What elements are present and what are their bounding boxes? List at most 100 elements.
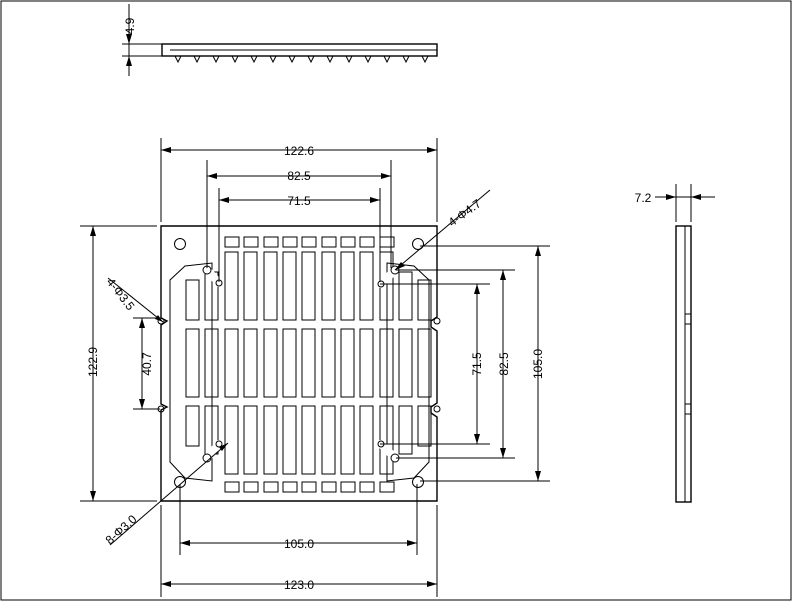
vent-square [301, 481, 317, 493]
dim-label-height-left: 122.9 [86, 347, 100, 377]
dim-label-inner-inner: 71.5 [287, 194, 311, 208]
vent-slot [204, 328, 219, 398]
dim-side-thickness: 7.2 [635, 184, 715, 222]
vent-slot [321, 251, 336, 321]
dim-label-hole-mount: 4-Φ4.7 [446, 196, 484, 229]
vent-slot [301, 405, 316, 475]
vent-slot [379, 405, 394, 475]
dim-bottom-holes: 105.0 [179, 484, 418, 555]
edge-tooth [402, 55, 410, 64]
dim-label-inner-outer: 82.5 [287, 169, 311, 183]
side-hole [157, 317, 165, 325]
vent-slot [321, 328, 336, 398]
vent-square [359, 236, 375, 248]
dim-bottom-width: 123.0 [160, 505, 438, 597]
vent-square [379, 481, 395, 493]
leader-small-holes: 8-Φ3.0 [103, 442, 229, 547]
side-view [675, 225, 692, 503]
dim-vert-outer: 82.5 [396, 269, 515, 459]
vent-slot [301, 251, 316, 321]
vent-slot [379, 328, 394, 398]
top-edge-view [161, 43, 438, 64]
vent-square [379, 236, 395, 248]
vent-square [282, 481, 298, 493]
vent-slot [359, 328, 374, 398]
vent-slot [224, 405, 239, 475]
edge-tooth [174, 55, 182, 64]
edge-tooth [345, 55, 353, 64]
edge-tooth [364, 55, 372, 64]
vent-square [243, 236, 259, 248]
vent-slot [340, 328, 355, 398]
vent-slot [185, 279, 200, 321]
vent-slot [243, 251, 258, 321]
dim-width-top: 122.6 [160, 138, 438, 222]
edge-tooth [307, 55, 315, 64]
vent-slot [243, 328, 258, 398]
dim-label-small-holes: 8-Φ3.0 [103, 512, 140, 547]
vent-slot [398, 328, 413, 398]
vent-square [224, 481, 240, 493]
vent-square [263, 236, 279, 248]
side-hole [433, 317, 441, 325]
vent-slot [224, 251, 239, 321]
vent-square [340, 481, 356, 493]
vent-square [224, 236, 240, 248]
vent-square [321, 236, 337, 248]
edge-tooth [231, 55, 239, 64]
dim-vert-holes: 105.0 [420, 245, 550, 482]
vent-slot [398, 271, 413, 321]
vent-square [263, 481, 279, 493]
dim-inner-inner: 71.5 [218, 188, 381, 282]
dim-side-spacing: 40.7 [133, 317, 160, 410]
edge-tooth [269, 55, 277, 64]
vent-square [359, 481, 375, 493]
edge-tooth [421, 55, 429, 64]
dim-label-vert-inner: 71.5 [470, 352, 484, 376]
side-hole [433, 405, 441, 413]
vent-slot [359, 251, 374, 321]
dim-label-hole-side: 4-Φ3.5 [104, 275, 138, 313]
vent-slot [417, 328, 432, 398]
vent-slot [359, 405, 374, 475]
vent-slot [340, 251, 355, 321]
vent-square [340, 236, 356, 248]
dim-top-thickness: 4.9 [122, 4, 162, 76]
leader-mount-holes: 4-Φ4.7 [394, 189, 491, 271]
vent-slots [185, 236, 432, 493]
edge-tooth [212, 55, 220, 64]
edge-tooth [383, 55, 391, 64]
vent-slot [263, 405, 278, 475]
dim-label-side-thickness: 7.2 [635, 191, 652, 205]
dim-label-bottom-width: 123.0 [284, 578, 314, 592]
edge-tooth [288, 55, 296, 64]
vent-slot [282, 251, 297, 321]
vent-slot [224, 328, 239, 398]
dim-label-side-spacing: 40.7 [140, 352, 154, 376]
mount-holes [157, 238, 441, 488]
dim-label-vert-outer: 82.5 [497, 352, 511, 376]
vent-slot [185, 328, 200, 398]
leader-side-holes: 4-Φ3.5 [104, 275, 164, 323]
edge-tooth [250, 55, 258, 64]
vent-square [301, 236, 317, 248]
vent-square [321, 481, 337, 493]
vent-slot [263, 251, 278, 321]
edge-tooth [193, 55, 201, 64]
vent-slot [243, 405, 258, 475]
vent-slot [263, 328, 278, 398]
mount-hole [174, 238, 186, 250]
edge-tooth [326, 55, 334, 64]
vent-slot [185, 405, 200, 447]
dim-label-top-thickness: 4.9 [123, 17, 137, 34]
mount-hole [412, 238, 424, 250]
vent-slot [282, 328, 297, 398]
dim-height-left: 122.9 [80, 225, 157, 502]
dim-inner-outer: 82.5 [206, 160, 392, 268]
vent-slot [321, 405, 336, 475]
vent-square [282, 236, 298, 248]
dim-vert-inner: 71.5 [380, 283, 490, 445]
dim-label-vert-holes: 105.0 [531, 349, 545, 379]
vent-slot [398, 405, 413, 455]
